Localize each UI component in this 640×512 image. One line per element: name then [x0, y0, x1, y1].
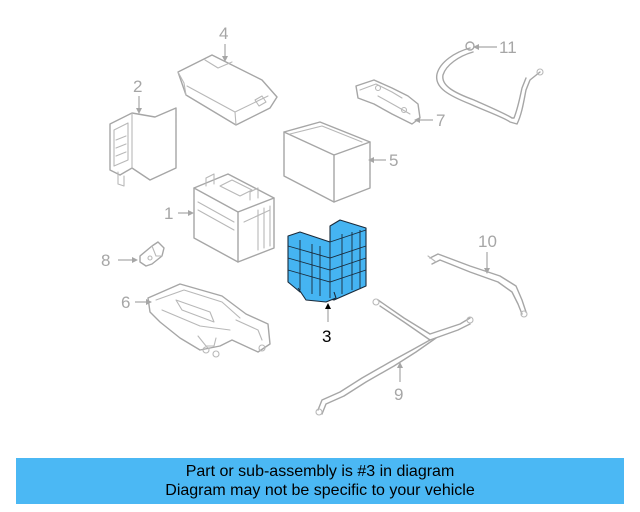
part-3-battery-shield[interactable] [287, 219, 367, 303]
part-5-battery[interactable] [283, 121, 371, 203]
callout-5[interactable]: 5 [389, 151, 398, 170]
callout-10[interactable]: 10 [478, 232, 497, 251]
arrow-4 [222, 56, 228, 62]
info-banner: Part or sub-assembly is #3 in diagram Di… [16, 458, 624, 504]
part-4-battery-cover[interactable] [177, 54, 278, 126]
arrow-5 [368, 157, 374, 163]
part-8-bracket[interactable] [139, 241, 165, 267]
part-9-ground-cable[interactable] [315, 298, 474, 416]
part-1-battery[interactable] [193, 173, 275, 263]
callout-4[interactable]: 4 [219, 24, 228, 43]
callout-11[interactable]: 11 [499, 38, 517, 57]
arrow-7 [414, 117, 420, 123]
arrow-10 [484, 268, 490, 274]
arrow-8 [132, 257, 138, 263]
callout-1[interactable]: 1 [164, 204, 173, 223]
parts-diagram: 4 11 2 7 5 [101, 24, 544, 416]
banner-line-1: Part or sub-assembly is #3 in diagram [185, 463, 455, 480]
callout-7[interactable]: 7 [436, 111, 445, 130]
arrow-11 [473, 44, 479, 50]
part-11-cable[interactable] [436, 41, 544, 125]
callout-3[interactable]: 3 [322, 327, 331, 346]
callout-9[interactable]: 9 [394, 385, 403, 404]
callout-2[interactable]: 2 [133, 77, 142, 96]
part-7-clamp[interactable] [355, 79, 421, 125]
callout-8[interactable]: 8 [101, 251, 110, 270]
callout-6[interactable]: 6 [121, 293, 130, 312]
arrow-3 [325, 303, 331, 309]
arrow-6 [146, 299, 152, 305]
banner-line-2: Diagram may not be specific to your vehi… [165, 482, 475, 499]
arrow-2 [136, 108, 142, 114]
part-2-bracket[interactable] [109, 107, 177, 187]
part-6-battery-tray[interactable] [147, 283, 271, 358]
arrow-1 [188, 210, 194, 216]
part-10-cable[interactable] [427, 253, 528, 318]
arrow-9 [397, 362, 403, 368]
